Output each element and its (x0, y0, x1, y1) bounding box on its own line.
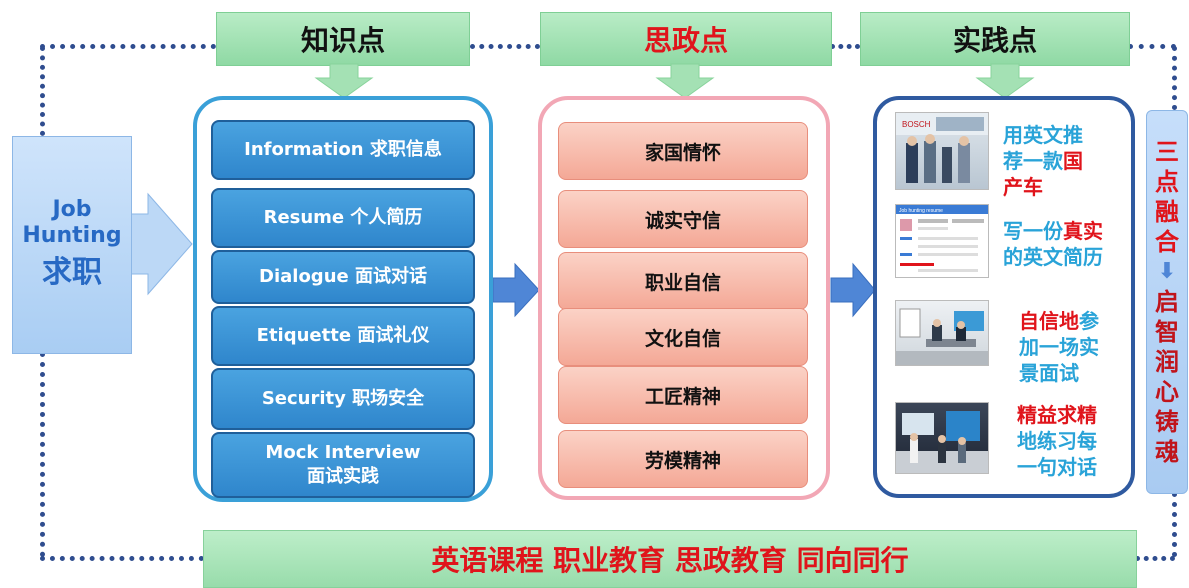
integration-char-1: 三 (1155, 138, 1179, 166)
practice-3-line-1: 自信地参 (1019, 309, 1099, 333)
header-knowledge: 知识点 (216, 12, 470, 66)
right-arrow-knowledge-to-ideology (492, 262, 540, 318)
photo-bosch-logo-text: BOSCH (902, 120, 931, 129)
mock-interview-chinese: 面试实践 (307, 466, 379, 487)
loop-line-right-lower (1172, 492, 1177, 557)
practice-text-dialogue-practice: 精益求精 地练习每 一句对话 (1017, 402, 1097, 480)
mock-interview-english: Mock Interview (265, 442, 421, 463)
ideology-item-patriotism: 家国情怀 (558, 122, 808, 180)
loop-line-left-upper (40, 46, 45, 136)
down-arrow-knowledge (314, 63, 374, 99)
job-hunting-english-2: Hunting (22, 223, 122, 248)
wisdom-char-3: 润 (1155, 348, 1179, 376)
loop-line-left-lower (40, 352, 45, 557)
job-hunting-box: Job Hunting 求职 (12, 136, 132, 354)
practice-1-line-2: 荐一款国 (1003, 149, 1083, 173)
practice-4-line-1: 精益求精 (1017, 403, 1097, 427)
wisdom-char-2: 智 (1155, 318, 1179, 346)
ideology-item-model-worker-spirit: 劳模精神 (558, 430, 808, 488)
photo-resume-document: Job hunting resume (895, 204, 989, 278)
practice-box: BOSCH 用英文推 荐一款国 产车 Job hunting resume (873, 96, 1135, 498)
photo-dialogue-practice (895, 402, 989, 474)
practice-1-line-1: 用英文推 (1003, 123, 1083, 147)
photo-resume-title: Job hunting resume (899, 208, 943, 214)
integration-column: 三 点 融 合 ⬇ 启 智 润 心 铸 魂 (1146, 110, 1188, 494)
practice-text-real-resume: 写一份真实 的英文简历 (1003, 218, 1103, 270)
wisdom-char-4: 心 (1155, 378, 1179, 406)
right-arrow-ideology-to-practice (830, 262, 876, 318)
integration-char-4: 合 (1155, 228, 1179, 256)
knowledge-item-dialogue: Dialogue 面试对话 (211, 250, 475, 304)
practice-4-line-3: 一句对话 (1017, 455, 1097, 479)
loop-line-bottom-left (40, 556, 204, 561)
header-ideology: 思政点 (540, 12, 832, 66)
practice-3-line-2: 加一场实 (1019, 335, 1099, 359)
right-arrow-job (129, 192, 193, 296)
loop-line-top-mid1 (470, 44, 540, 49)
knowledge-item-etiquette: Etiquette 面试礼仪 (211, 306, 475, 366)
wisdom-char-1: 启 (1155, 288, 1179, 316)
photo-bosch-showroom: BOSCH (895, 112, 989, 190)
loop-line-top-right (1128, 44, 1176, 49)
photo-interview-scene (895, 300, 989, 366)
practice-text-mock-interview: 自信地参 加一场实 景面试 (1019, 308, 1099, 386)
practice-2-line-2: 的英文简历 (1003, 245, 1103, 269)
knowledge-item-resume: Resume 个人简历 (211, 188, 475, 248)
practice-4-line-2: 地练习每 (1017, 429, 1097, 453)
ideology-item-craftsman-spirit: 工匠精神 (558, 366, 808, 424)
loop-line-right-upper (1172, 46, 1177, 110)
knowledge-box: Information 求职信息 Resume 个人简历 Dialogue 面试… (193, 96, 493, 502)
loop-line-top-left (40, 44, 216, 49)
ideology-item-cultural-confidence: 文化自信 (558, 308, 808, 366)
knowledge-item-security: Security 职场安全 (211, 368, 475, 430)
ideology-item-honesty: 诚实守信 (558, 190, 808, 248)
integration-char-3: 融 (1155, 198, 1179, 226)
knowledge-item-mock-interview: Mock Interview 面试实践 (211, 432, 475, 498)
ideology-box: 家国情怀 诚实守信 职业自信 文化自信 工匠精神 劳模精神 (538, 96, 830, 500)
down-arrow-ideology (655, 63, 715, 99)
wisdom-char-6: 魂 (1155, 438, 1179, 466)
practice-1-line-3: 产车 (1003, 175, 1043, 199)
practice-2-line-1: 写一份真实 (1003, 219, 1103, 243)
integration-char-2: 点 (1155, 168, 1179, 196)
bottom-banner: 英语课程 职业教育 思政教育 同向同行 (203, 530, 1137, 588)
job-hunting-english-1: Job (52, 197, 92, 222)
down-arrow-icon: ⬇ (1157, 259, 1177, 284)
knowledge-item-information: Information 求职信息 (211, 120, 475, 180)
down-arrow-practice (975, 63, 1035, 99)
practice-text-recommend-car: 用英文推 荐一款国 产车 (1003, 122, 1083, 200)
loop-line-bottom-right (1135, 556, 1175, 561)
job-hunting-chinese: 求职 (42, 255, 102, 290)
practice-3-line-3: 景面试 (1019, 361, 1079, 385)
loop-line-top-mid2 (830, 44, 860, 49)
wisdom-char-5: 铸 (1155, 408, 1179, 436)
ideology-item-career-confidence: 职业自信 (558, 252, 808, 310)
